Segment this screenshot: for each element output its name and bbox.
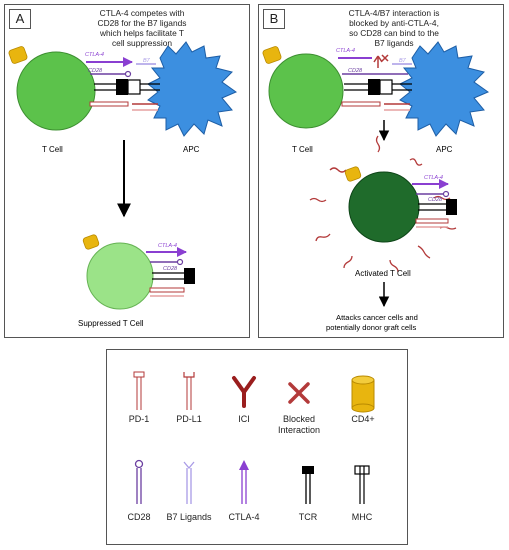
panel-b-caption: CTLA-4/B7 interaction is blocked by anti… [319,8,469,48]
legend-label-blocked: Blocked Interaction [259,414,339,436]
legend-label-b7: B7 Ligands [166,512,212,522]
panel-a-caption: CTLA-4 competes with CD28 for the B7 lig… [67,8,217,48]
t-cell-b [268,53,344,129]
cd28-legend-icon [134,459,144,504]
caption-line: CTLA-4 competes with [99,8,185,18]
ctla4-label: CTLA-4 [85,52,104,58]
mhc-receptor [127,79,141,95]
cd28-head [442,190,450,198]
caption-line: which helps facilitate T [99,28,185,38]
cd4-marker-icon [344,166,362,182]
pd1-legend-icon [133,371,145,410]
outcome-line: potentially donor graft cells [326,323,417,332]
t-cell-b-label: T Cell [292,145,313,154]
cd28-label: CD28 [163,266,178,272]
ctla4-label: CTLA-4 [158,243,177,249]
pdl1-legend-icon [183,372,195,410]
caption-line: blocked by anti-CTLA-4, [349,18,439,28]
b7-label: B7 [143,58,151,64]
t-cell-a-label: T Cell [42,145,63,154]
panel-a-label: A [9,9,31,29]
pd1-receptor [341,101,381,107]
legend-label-line: Blocked [282,414,316,424]
apc-a-label: APC [183,145,200,154]
tcr-receptor [116,79,128,95]
caption-line: B7 ligands [374,38,414,48]
caption-line: so CD28 can bind to the [349,28,439,38]
cd28-label: CD28 [348,68,363,74]
b7-legend-icon [183,461,195,504]
pd1-receptor [89,101,129,107]
cd28-head [124,70,132,78]
ctla4-legend-icon [239,460,249,504]
b7-label: B7 [399,58,407,64]
legend-label-ici: ICI [238,414,250,424]
t-cell-a [16,51,96,131]
legend-label-mhc: MHC [351,512,373,522]
tcr-receptor [184,268,195,284]
apc-a [147,41,238,137]
panel-b-label: B [263,9,285,29]
ctla4-label: CTLA-4 [424,175,443,181]
activated-label: Activated T Cell [355,269,411,278]
legend-label-cd4: CD4+ [351,414,375,424]
tcr-receptor [368,79,380,95]
suppressed-label: Suppressed T Cell [78,319,144,328]
cd4-legend-icon [351,375,375,413]
mhc-legend-icon [354,465,370,504]
blocked-interaction-icon [381,54,389,62]
caption-line: cell suppression [111,38,173,48]
cd28-label: CD28 [88,68,103,74]
tcr-receptor [446,199,457,215]
legend-label-pdl1: PD-L1 [176,414,202,424]
cd4-marker-icon [262,46,282,64]
cd28-head [176,258,184,266]
tcr-legend-icon [302,466,314,504]
legend-label-ctla4: CTLA-4 [228,512,260,522]
apc-b [399,41,490,137]
outcome-line: Attacks cancer cells and [336,313,418,322]
ctla4-label: CTLA-4 [336,48,355,54]
mhc-receptor [379,79,393,95]
suppressed-t-cell [86,242,154,310]
legend-label-pd1: PD-1 [128,414,150,424]
legend-label-cd28: CD28 [127,512,151,522]
legend-label-line: Interaction [277,425,321,435]
cd4-marker-icon [82,234,100,250]
cd4-marker-icon [8,46,28,64]
pd1-receptor [149,287,185,293]
legend-label-tcr: TCR [298,512,318,522]
caption-line: CTLA-4/B7 interaction is [348,8,440,18]
ici-legend-icon [232,376,256,408]
blocked-interaction-legend-icon [288,382,310,404]
apc-b-label: APC [436,145,453,154]
activated-t-cell [348,171,420,243]
pd1-receptor [415,218,449,224]
ici-antibody-icon [373,55,383,68]
cd28-label: CD28 [428,197,443,203]
caption-line: CD28 for the B7 ligands [97,18,187,28]
